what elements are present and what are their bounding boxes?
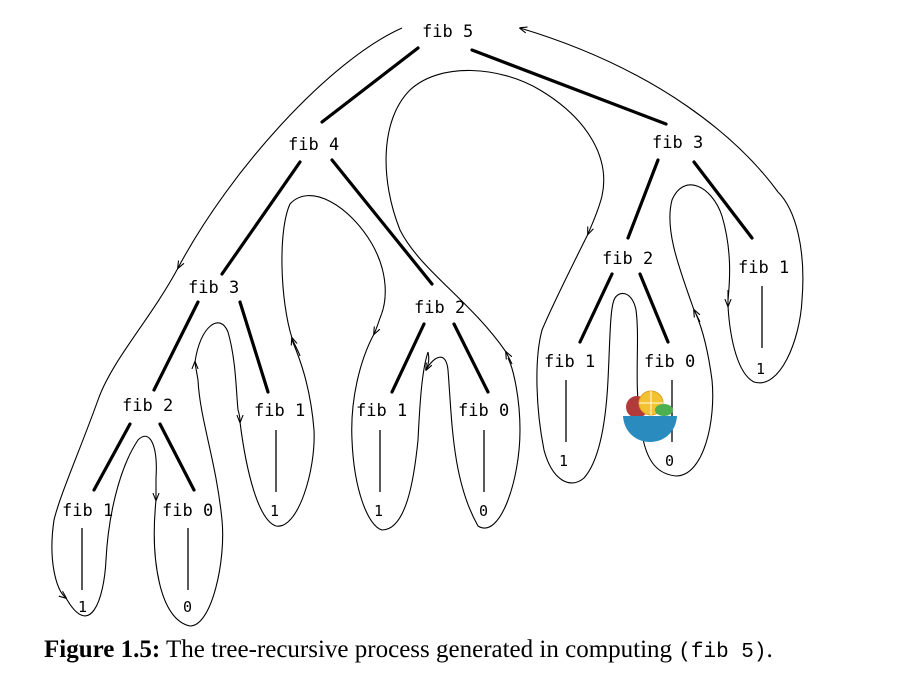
leaf-value-1: 1 (78, 598, 87, 616)
tree-nodes: fib 5 fib 4 fib 3 fib 3 fib 2 fib 2 fib … (62, 22, 789, 521)
leaf-value-5: 0 (479, 502, 488, 520)
node-fib-0-b: fib 0 (458, 401, 509, 421)
node-fib-1-c: fib 1 (356, 401, 407, 421)
node-fib-0-c: fib 0 (644, 352, 695, 372)
leaf-values: 1 0 1 1 0 1 0 1 (78, 360, 765, 616)
leaf-value-2: 0 (183, 598, 192, 616)
leaf-lines (81, 286, 763, 590)
bowl-icon (623, 390, 677, 442)
caption-code: (fib 5) (678, 641, 767, 664)
leaf-value-8: 1 (756, 360, 765, 378)
figure-caption: Figure 1.5: The tree-recursive process g… (44, 636, 904, 664)
caption-text: The tree-recursive process generated in … (166, 636, 673, 663)
node-fib-3-left: fib 3 (188, 278, 239, 298)
process-trace (51, 28, 804, 627)
node-fib-1-b: fib 1 (254, 401, 305, 421)
caption-label: Figure 1.5: (44, 636, 161, 663)
node-fib-3-right: fib 3 (652, 133, 703, 153)
node-fib-5: fib 5 (422, 22, 473, 42)
leaf-value-7: 0 (665, 452, 674, 470)
node-fib-0-a: fib 0 (162, 501, 213, 521)
leaf-value-3: 1 (270, 502, 279, 520)
node-fib-2-right: fib 2 (602, 249, 653, 269)
tree-edges (92, 46, 754, 492)
leaf-value-6: 1 (559, 452, 568, 470)
node-fib-4: fib 4 (288, 135, 339, 155)
node-fib-1-d: fib 1 (544, 352, 595, 372)
leaf-value-4: 1 (374, 502, 383, 520)
caption-end: . (766, 636, 773, 663)
node-fib-2-left: fib 2 (122, 396, 173, 416)
node-fib-1-a: fib 1 (62, 501, 113, 521)
node-fib-1-rightmost: fib 1 (738, 258, 789, 278)
node-fib-2-mid: fib 2 (414, 298, 465, 318)
